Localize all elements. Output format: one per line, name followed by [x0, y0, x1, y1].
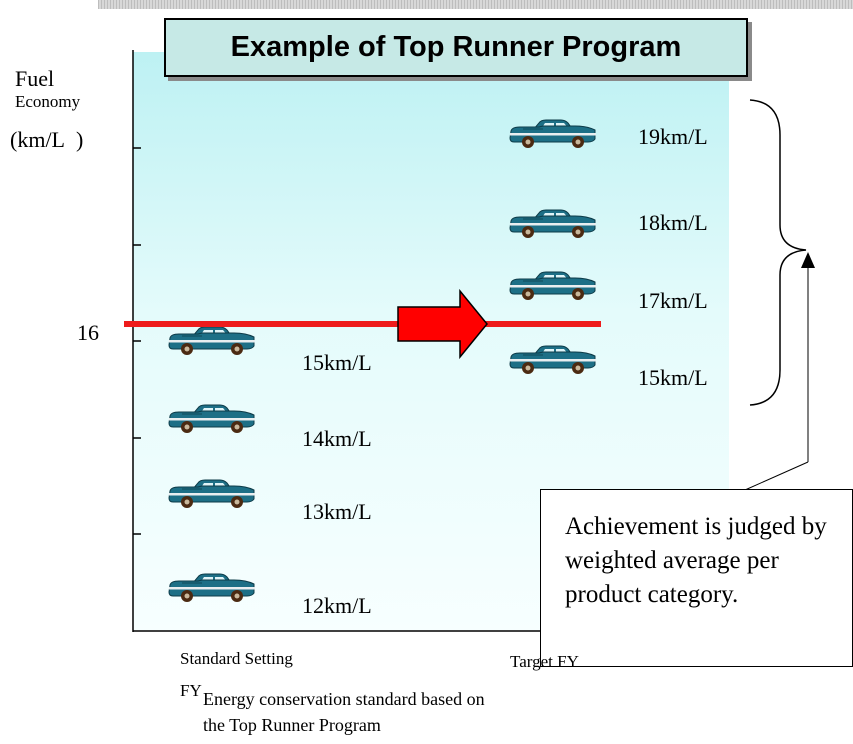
x-axis-label-standard-fy: FY: [180, 681, 202, 700]
car-icon: [509, 119, 597, 149]
car-icon: [168, 404, 256, 434]
diagram-title: Example of Top Runner Program: [164, 18, 748, 77]
note-text: Achievement is judged by weighted averag…: [565, 513, 827, 608]
y-axis-label-line1: Fuel: [15, 66, 55, 91]
right-car-label: 18km/L: [638, 210, 708, 235]
x-axis-label-standard: Standard Setting: [180, 649, 293, 668]
left-car-label: 12km/L: [302, 593, 372, 618]
car-icon: [509, 271, 597, 301]
x-axis-label-target: Target FY: [510, 652, 579, 671]
curly-brace: [749, 99, 807, 406]
car-icon: [168, 326, 256, 356]
caption-line2: the Top Runner Program: [203, 715, 381, 735]
right-car-label: 15km/L: [638, 365, 708, 390]
caption-line1: Energy conservation standard based on: [203, 689, 485, 709]
car-icon: [509, 209, 597, 239]
right-car-label: 19km/L: [638, 124, 708, 149]
note-pointer-line: [744, 461, 809, 491]
right-car-label: 17km/L: [638, 288, 708, 313]
left-car-label: 15km/L: [302, 350, 372, 375]
car-icon: [168, 479, 256, 509]
left-car-label: 14km/L: [302, 426, 372, 451]
left-car-label: 13km/L: [302, 499, 372, 524]
y-axis-mark-16: 16: [77, 320, 99, 345]
top-decorative-bar: [98, 0, 853, 9]
y-axis-label-line2: Economy: [15, 92, 81, 111]
right-arrow-icon: [397, 288, 488, 360]
y-axis-ticks: [133, 147, 141, 535]
note-pointer-arrowhead: [801, 252, 815, 268]
y-axis-unit: (km/L ): [10, 127, 84, 152]
car-icon: [509, 345, 597, 375]
car-icon: [168, 573, 256, 603]
